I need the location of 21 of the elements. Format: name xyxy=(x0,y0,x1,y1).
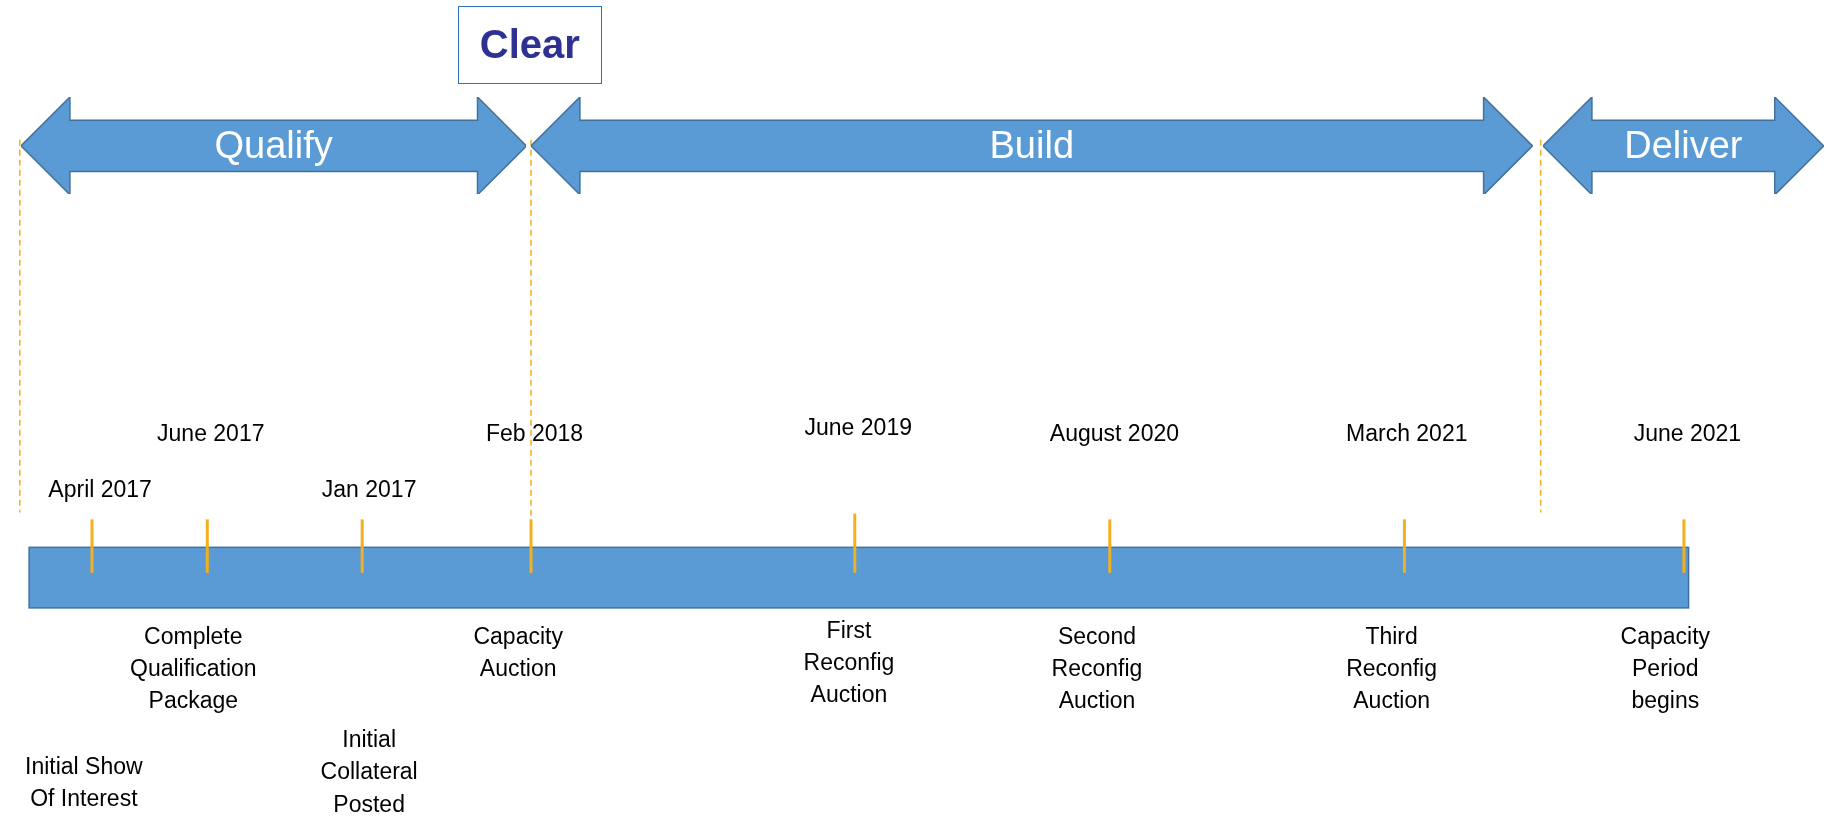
date-label: June 2017 xyxy=(156,418,266,448)
date-label: June 2019 xyxy=(803,413,913,443)
timeline-bar xyxy=(28,546,1690,609)
date-label: August 2020 xyxy=(1048,418,1181,448)
phase-label: Build xyxy=(989,124,1074,168)
phase-label: Qualify xyxy=(214,124,333,168)
milestone-label: Third Reconfig Auction xyxy=(1345,621,1438,715)
milestone-label: Initial Show Of Interest xyxy=(24,751,144,814)
milestone-label: Second Reconfig Auction xyxy=(1050,621,1144,715)
date-label: March 2021 xyxy=(1345,418,1469,448)
milestone-label: Capacity Auction xyxy=(472,621,564,683)
date-label: June 2021 xyxy=(1632,418,1743,448)
text-box: Clear xyxy=(457,5,603,84)
date-label: April 2017 xyxy=(47,474,153,504)
milestone-label: Initial Collateral Posted xyxy=(319,725,419,819)
milestone-label: Capacity Period begins xyxy=(1619,621,1711,715)
milestone-label: Complete Qualification Package xyxy=(129,621,258,715)
milestone-label: First Reconfig Auction xyxy=(802,615,896,710)
date-label: Feb 2018 xyxy=(484,418,585,448)
date-label: Jan 2017 xyxy=(320,474,418,504)
phase-label: Deliver xyxy=(1624,124,1743,168)
